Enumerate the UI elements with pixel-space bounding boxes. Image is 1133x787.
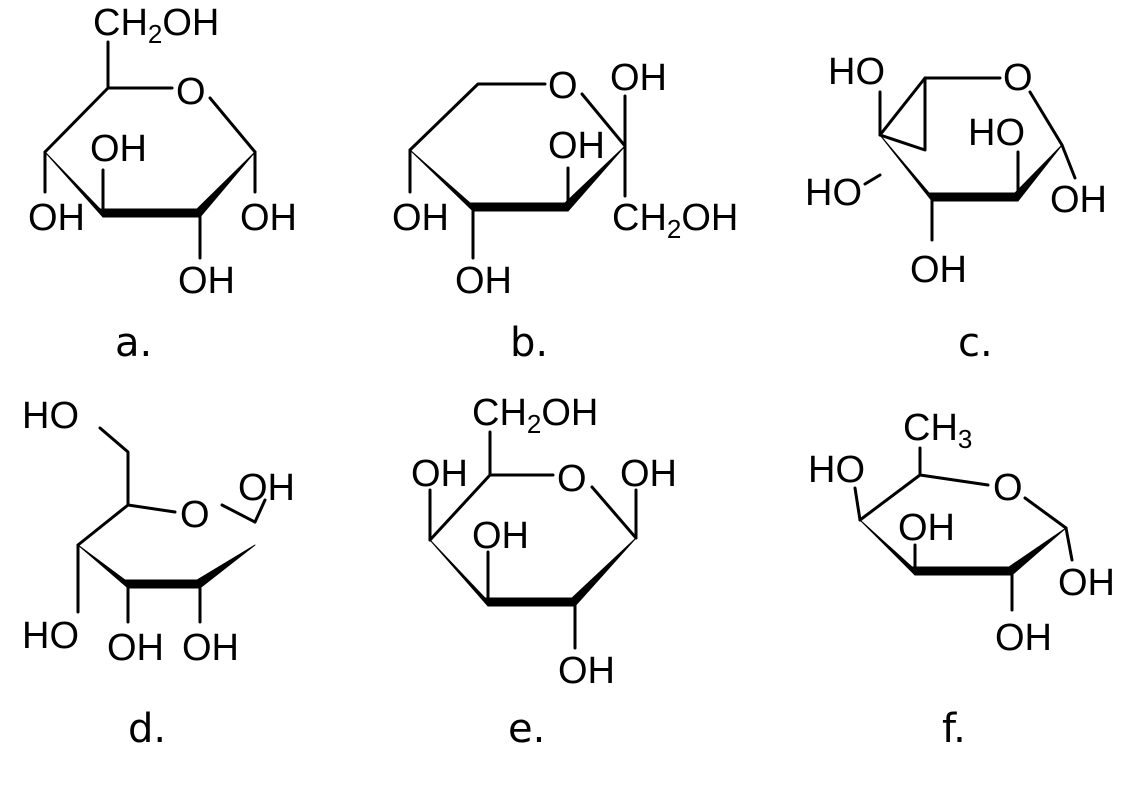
- bond-b-front-wedge: [469, 202, 569, 212]
- label-a-ch2oh: CH2OH: [93, 2, 219, 49]
- label-e-ring-o: O: [557, 458, 587, 500]
- bond-b-left-wedge: [409, 149, 474, 212]
- label-b-ring-o: O: [548, 65, 578, 107]
- bond-e-left-wedge: [429, 539, 489, 607]
- bond-c-left-wedge: [879, 134, 933, 202]
- label-f-ch3: CH3: [903, 407, 972, 454]
- label-a-oh-inner: OH: [90, 128, 147, 170]
- bond-a-left-wedge: [44, 151, 104, 218]
- bond-b-back-left: [408, 82, 547, 152]
- label-d-oh-bottom1: OH: [107, 627, 164, 669]
- label-f-ho-left: HO: [808, 449, 865, 491]
- bond-a-right-wedge: [196, 151, 256, 218]
- label-a-oh-right: OH: [240, 197, 297, 239]
- bond-d-left-wedge: [77, 544, 129, 589]
- bond-d-ch2oh: [98, 426, 130, 507]
- structure-e: CH2OH O OH OH OH OH e.: [411, 392, 677, 752]
- bond-d-back-left: [76, 503, 177, 547]
- structure-a: CH2OH O OH OH OH OH a.: [28, 2, 297, 366]
- bond-a-front-wedge: [99, 208, 201, 218]
- label-a-oh-bottom: OH: [178, 260, 235, 302]
- label-d-ring-o: O: [180, 494, 210, 536]
- caption-b: b.: [510, 320, 548, 366]
- bond-f-ho-left: [853, 486, 862, 522]
- bond-d-front-wedge: [124, 579, 201, 589]
- caption-e: e.: [508, 706, 545, 752]
- label-b-oh-inner: OH: [548, 125, 605, 167]
- caption-f: f.: [942, 706, 966, 752]
- label-d-ho-left: HO: [22, 615, 79, 657]
- label-e-oh-left: OH: [411, 453, 468, 495]
- label-e-oh-bottom: OH: [558, 650, 615, 692]
- label-d-oh-anomeric: OH: [238, 467, 295, 509]
- structure-c: HO O HO HO OH OH c.: [805, 51, 1107, 366]
- bond-a-back-right: [208, 96, 257, 154]
- caption-a: a.: [115, 320, 152, 366]
- bond-c-back-right: [1028, 90, 1064, 147]
- bond-f-right-wedge: [1008, 527, 1067, 576]
- bond-c-front-wedge: [928, 192, 1019, 202]
- bond-f-front-wedge: [911, 566, 1013, 576]
- bond-c-ho-left: [863, 173, 882, 186]
- label-b-oh-left: OH: [392, 197, 449, 239]
- bond-d-back-right: [220, 503, 257, 524]
- bond-c-bridge: [878, 76, 927, 152]
- label-e-ch2oh: CH2OH: [472, 392, 598, 439]
- bond-f-back-right: [1023, 496, 1068, 530]
- bond-e-back-right: [590, 485, 638, 540]
- structure-b: O OH OH CH2OH OH OH b.: [392, 57, 738, 366]
- label-f-oh-right: OH: [1058, 562, 1115, 604]
- label-b-oh-anomeric: OH: [610, 57, 667, 99]
- bond-d-oh-anomeric: [253, 498, 267, 524]
- caption-c: c.: [958, 320, 993, 366]
- bond-f-left-wedge: [859, 519, 916, 576]
- label-d-oh-bottom2: OH: [182, 627, 239, 669]
- label-c-ring-o: O: [1003, 57, 1033, 99]
- label-f-oh-inner: OH: [898, 507, 955, 549]
- label-c-oh-bottom: OH: [910, 249, 967, 291]
- label-c-ho-top: HO: [828, 51, 885, 93]
- label-b-ch2oh: CH2OH: [612, 197, 738, 244]
- bond-b-right-wedge: [564, 145, 626, 212]
- bond-c-right-wedge: [1014, 144, 1063, 202]
- label-e-oh-inner: OH: [472, 515, 529, 557]
- label-c-ho-left: HO: [805, 172, 862, 214]
- label-a-oh-left: OH: [28, 197, 85, 239]
- bond-e-right-wedge: [571, 537, 637, 607]
- label-d-ho-top: HO: [22, 395, 79, 437]
- bond-e-front-wedge: [484, 597, 576, 607]
- label-f-ring-o: O: [993, 467, 1023, 509]
- label-c-ho-inner: HO: [968, 112, 1025, 154]
- structure-f: CH3 O HO OH OH OH f.: [808, 407, 1115, 752]
- label-c-oh-right: OH: [1050, 179, 1107, 221]
- bond-f-oh-right: [1064, 526, 1074, 562]
- label-a-ring-o: O: [176, 71, 206, 113]
- label-b-oh-bottom: OH: [455, 260, 512, 302]
- bond-d-right-wedge: [196, 544, 256, 589]
- bond-b-back-right: [580, 92, 627, 148]
- caption-d: d.: [128, 706, 166, 752]
- structure-d: HO O OH HO OH OH d.: [22, 395, 295, 752]
- label-e-oh-right: OH: [620, 453, 677, 495]
- bond-c-oh-right: [1060, 143, 1077, 180]
- label-f-oh-bottom: OH: [995, 617, 1052, 659]
